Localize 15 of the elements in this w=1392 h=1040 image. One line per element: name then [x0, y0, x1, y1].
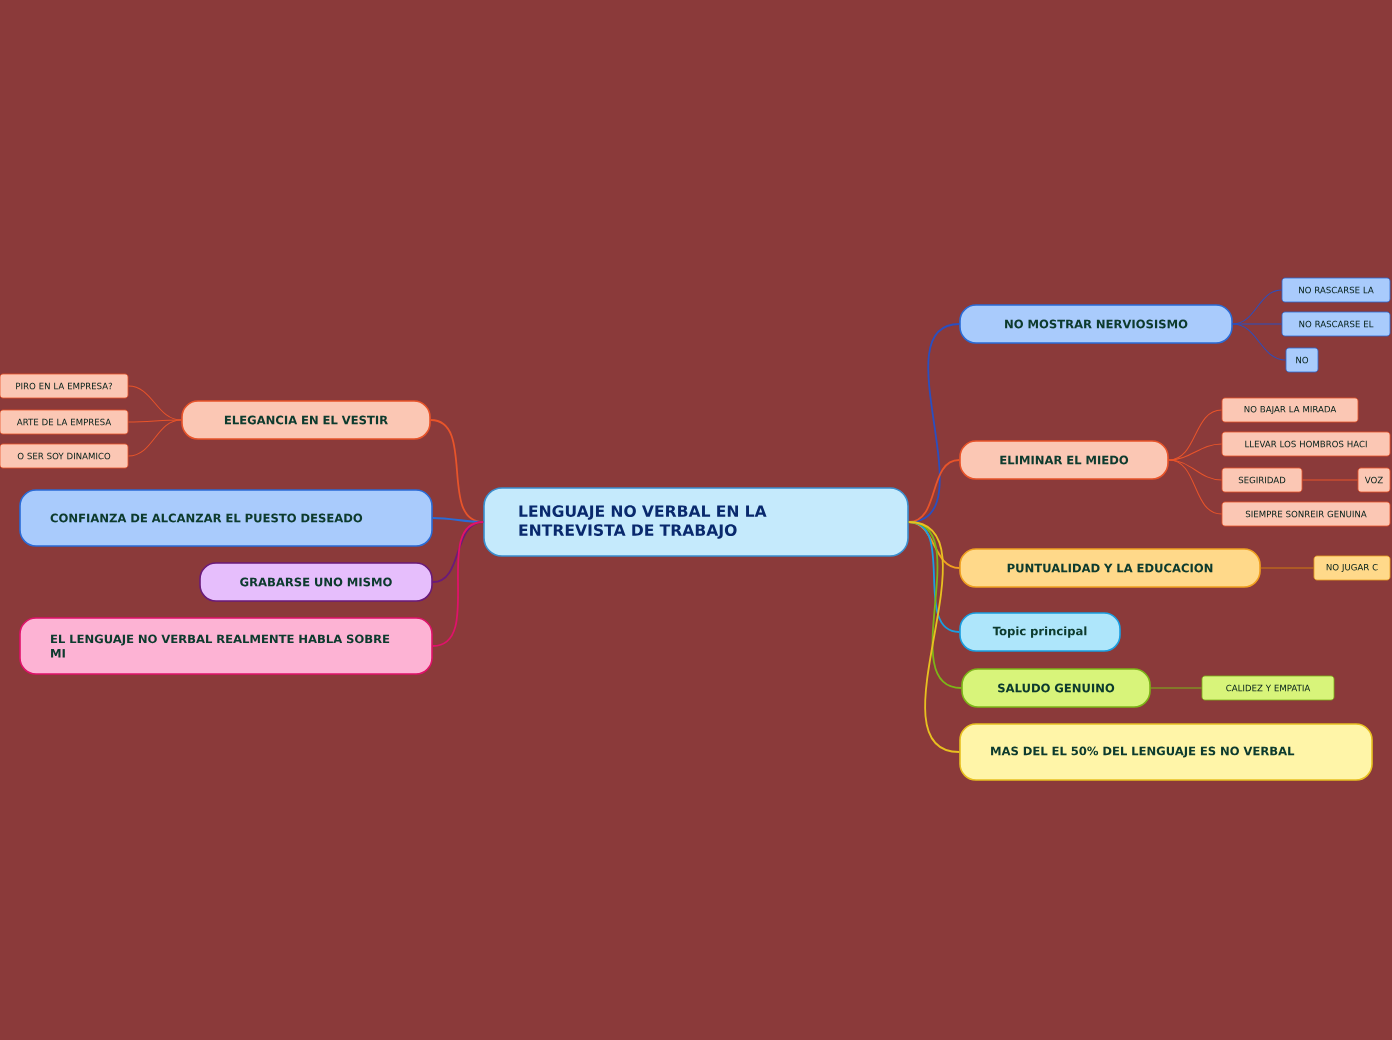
connector-line: [127, 419, 182, 423]
connector-line: [907, 521, 961, 569]
connector-line: [1260, 567, 1315, 569]
connector-line: [1150, 687, 1203, 689]
connector-line: [907, 521, 961, 753]
connector-line: [1168, 409, 1223, 461]
connector-line: [1301, 479, 1359, 481]
connector-line: [431, 521, 485, 647]
connector-line: [1232, 323, 1287, 361]
connector-line: [1232, 289, 1283, 325]
connector-line: [127, 419, 182, 457]
connector-line: [1168, 443, 1223, 461]
connector-line: [431, 517, 485, 523]
connector-line: [1168, 459, 1223, 515]
connector-line: [1232, 323, 1283, 325]
